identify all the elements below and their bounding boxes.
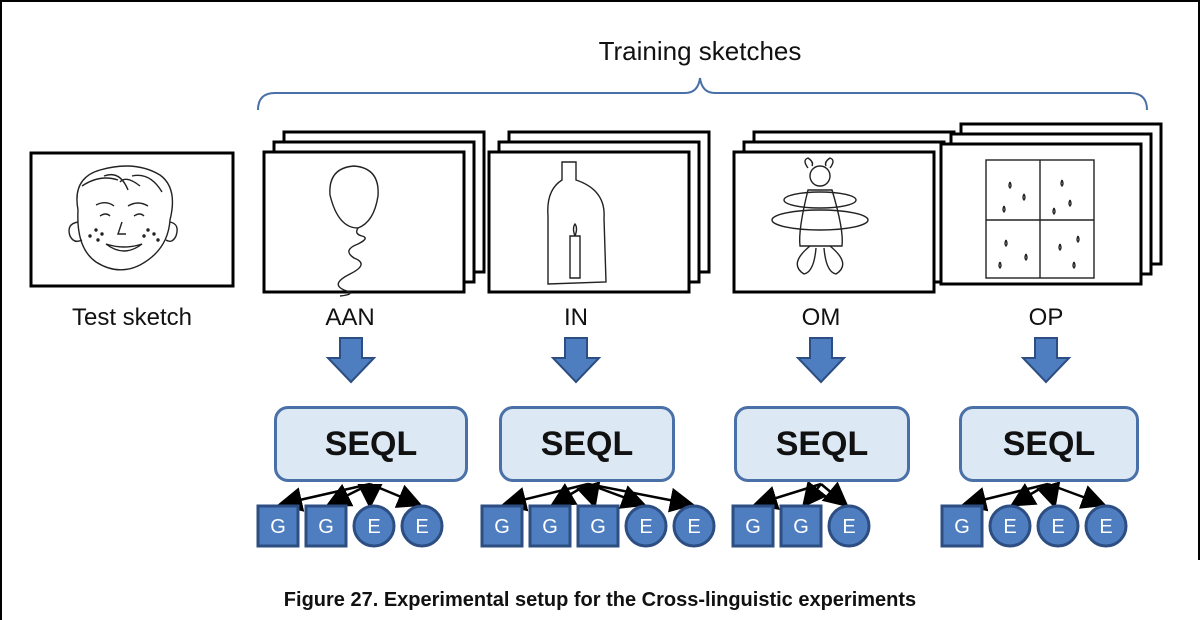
fan-arrow [587,482,647,509]
op-seql-box: SEQL [959,406,1139,482]
g-square-node: G [480,504,524,548]
in-label: IN [564,304,588,331]
fan-arrow [587,482,695,513]
e-circle-node: E [672,504,716,548]
fan-arrow [1036,481,1061,509]
e-circle-node: E [352,504,396,548]
figure-caption: Figure 27. Experimental setup for the Cr… [283,589,917,611]
e-circle-node: E [400,504,444,548]
output-node-label: G [954,516,970,538]
output-node-label: E [1051,516,1064,538]
e-circle-node: E [827,504,871,548]
e-circle-node: E [1084,504,1128,548]
output-node-label: G [542,516,558,538]
g-square-node: G [576,504,620,548]
op-label: OP [1028,304,1064,331]
output-node-label: E [415,516,428,538]
output-node-label: G [494,516,510,538]
g-square-node: G [731,504,775,548]
e-circle-node: E [1036,504,1080,548]
output-node-label: E [1099,516,1112,538]
training-brace [257,77,1148,111]
fan-arrow [1047,482,1107,509]
in-card-stack [487,130,711,294]
op-down-arrow [1020,337,1072,384]
training-sketches-label: Training sketches [598,36,802,66]
fan-arrow [501,482,589,512]
fan-arrow [820,481,849,508]
e-circle-node: E [988,504,1032,548]
fan-arrow [961,482,1049,512]
in-down-arrow [550,337,602,384]
aan-seql-box: SEQL [274,406,468,482]
output-node-label: E [367,516,380,538]
om-seql-box: SEQL [734,406,910,482]
test-sketch-card [29,151,235,288]
output-node-label: E [842,516,855,538]
output-node-label: G [590,516,606,538]
g-square-node: G [304,504,348,548]
output-node-label: G [270,516,286,538]
output-node-label: G [793,516,809,538]
om-card-stack [732,130,956,294]
fan-arrow [576,481,601,509]
balloon-drawing [329,165,379,297]
bottle-drawing [547,161,607,285]
test-sketch-label: Test sketch [71,304,193,331]
fan-arrow [801,480,828,508]
output-node-label: G [318,516,334,538]
in-seql-box: SEQL [499,406,675,482]
window-drawing [985,159,1095,279]
output-node-label: E [687,516,700,538]
g-square-node: G [256,504,300,548]
e-circle-node: E [624,504,668,548]
aan-down-arrow [325,337,377,384]
fan-arrow [369,482,423,508]
op-card-stack [939,122,1163,286]
om-down-arrow [795,337,847,384]
output-node-label: E [639,516,652,538]
face-drawing [68,165,178,271]
aan-card-stack [262,130,486,297]
fan-arrow [325,482,371,507]
fan-arrow [277,482,371,512]
g-square-node: G [940,504,984,548]
g-square-node: G [528,504,572,548]
output-node-label: E [1003,516,1016,538]
output-node-label: G [745,516,761,538]
om-label: OM [801,304,841,331]
girl-drawing [771,157,869,275]
g-square-node: G [779,504,823,548]
aan-label: AAN [325,304,375,331]
